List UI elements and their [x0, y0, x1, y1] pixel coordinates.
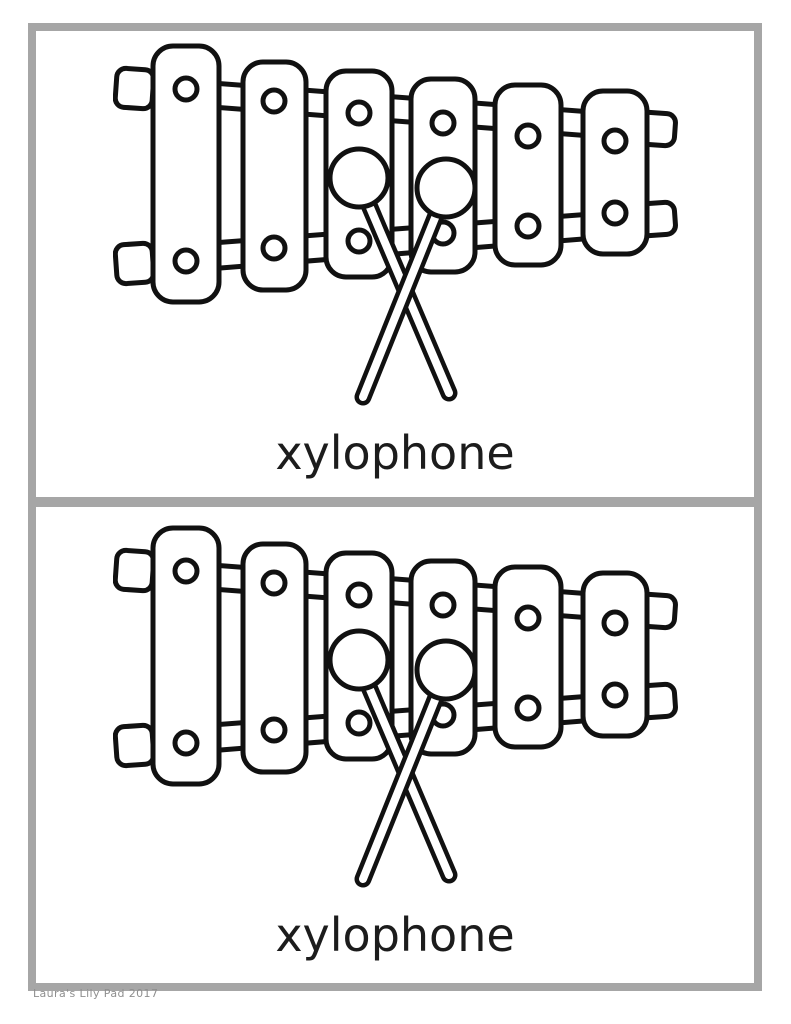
copyright-credit: Laura's Lily Pad 2017	[33, 987, 159, 1000]
vocabulary-word-label: xylophone	[275, 426, 515, 480]
flashcard-top: xylophone	[28, 23, 762, 505]
xylophone-illustration	[113, 41, 678, 426]
vocabulary-word-label: xylophone	[275, 908, 515, 962]
xylophone-illustration	[113, 523, 678, 908]
flashcard-bottom: xylophone	[28, 499, 762, 991]
